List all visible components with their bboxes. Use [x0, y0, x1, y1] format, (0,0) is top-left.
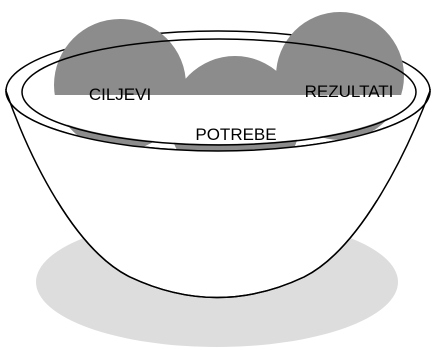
bowl-rim-front-edge [5, 90, 431, 152]
bowl-side-left [5, 90, 431, 299]
label-ciljevi: CILJEVI [89, 85, 151, 104]
bowl-front-lip [6, 91, 430, 200]
label-potrebe: POTREBE [195, 125, 276, 144]
bowl-rim-inner [21, 38, 417, 146]
label-rezultati: REZULTATI [305, 82, 394, 101]
